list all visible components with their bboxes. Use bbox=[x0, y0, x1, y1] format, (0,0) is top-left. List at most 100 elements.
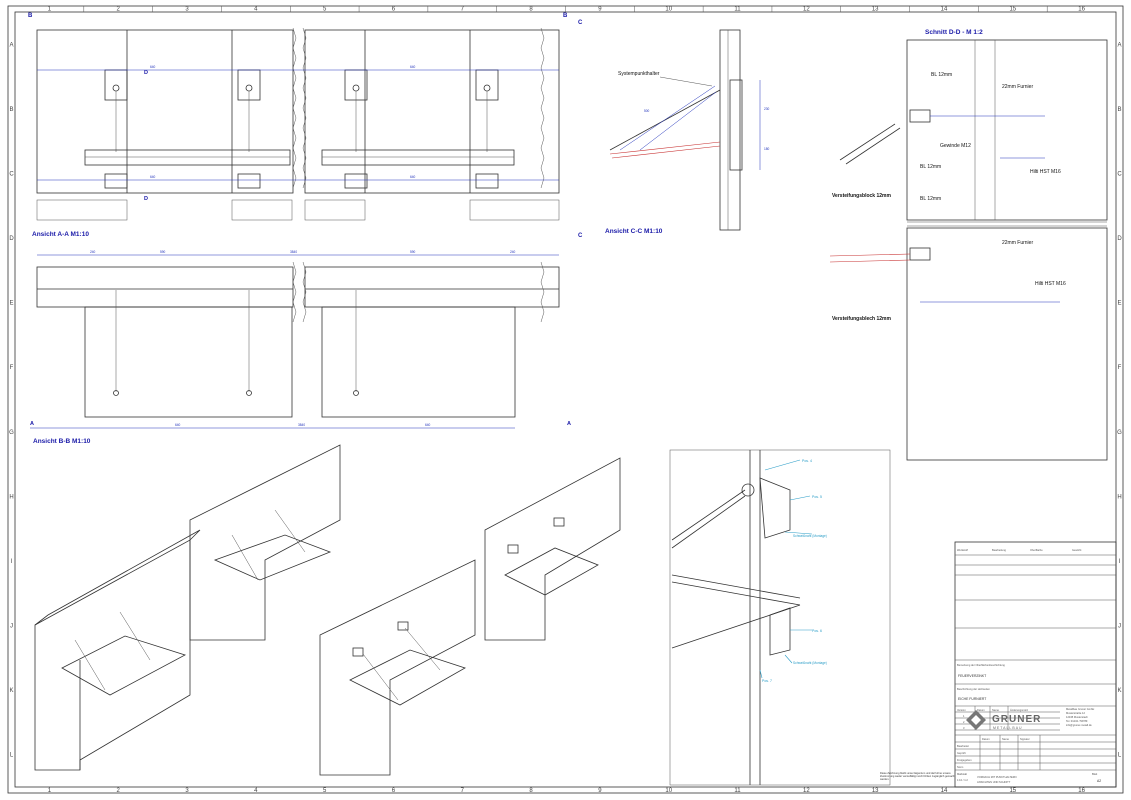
marker-b-left: B bbox=[28, 13, 33, 19]
grid-col-14-bottom: 14 bbox=[941, 788, 948, 794]
view-bb: 240 590 3840 590 240 640 3840 640 Ansich… bbox=[30, 250, 571, 445]
title-section-dd: Schnitt D-D - M 1:2 bbox=[925, 29, 983, 36]
label-gewinde: Gewinde M12 bbox=[940, 143, 971, 149]
grid-row-I-right: I bbox=[1119, 559, 1121, 565]
marker-d-top: D bbox=[144, 70, 148, 76]
grid-row-B-left: B bbox=[9, 107, 13, 113]
label-furnier-bottom: 22mm Furnier bbox=[1002, 240, 1033, 246]
tb-rev-row-1: 1 bbox=[963, 714, 965, 718]
grid-row-E-right: E bbox=[1117, 301, 1121, 307]
svg-text:640: 640 bbox=[410, 65, 416, 69]
tb-sig-row-1: Bearbeitet bbox=[957, 744, 969, 748]
company-logo: GRUNER METALLBAU bbox=[966, 710, 1040, 730]
grid-col-10-top: 10 bbox=[665, 7, 672, 13]
grid-col-5-bottom: 5 bbox=[323, 788, 327, 794]
grid-row-B-right: B bbox=[1117, 107, 1121, 113]
svg-text:640: 640 bbox=[410, 175, 416, 179]
tb-finish-value: FEUERVERZINKT bbox=[958, 674, 986, 678]
logo-metallbau: METALLBAU bbox=[993, 726, 1023, 730]
tb-rev-header-name: Name bbox=[992, 708, 999, 712]
tb-scale-value: 1:10 / 1:2 bbox=[957, 778, 968, 782]
svg-text:240: 240 bbox=[90, 250, 96, 254]
grid-col-15-top: 15 bbox=[1009, 7, 1016, 13]
grid-row-F-right: F bbox=[1118, 365, 1122, 371]
grid-col-9-bottom: 9 bbox=[598, 788, 602, 794]
svg-text:640: 640 bbox=[425, 423, 431, 427]
tb-sig-header-datum: Datum bbox=[982, 737, 990, 741]
grid-row-J-left: J bbox=[10, 624, 13, 630]
tb-drawing-sub: ANSICHTEN UND SCHNITT bbox=[977, 780, 1011, 784]
grid-row-H-right: H bbox=[1117, 494, 1121, 500]
label-bl12-mid: BL 12mm bbox=[920, 164, 941, 170]
grid-col-9-top: 9 bbox=[598, 7, 602, 13]
grid-row-D-left: D bbox=[9, 236, 14, 242]
grid-row-C-right: C bbox=[1117, 171, 1122, 177]
grid-col-6-bottom: 6 bbox=[392, 788, 396, 794]
tb-header-oberflaeche: Oberfläche bbox=[1030, 548, 1043, 552]
tb-rev-row-3: 3 bbox=[963, 726, 965, 730]
label-versteifung-top: Versteifungsblock 12mm bbox=[832, 193, 891, 199]
label-detail-weld-bottom: Schweißnaht (Montage) bbox=[793, 661, 827, 665]
svg-text:640: 640 bbox=[175, 423, 181, 427]
grid-col-12-top: 12 bbox=[803, 7, 810, 13]
tb-sig-row-2: Geprüft bbox=[957, 751, 966, 755]
grid-row-I-left: I bbox=[11, 559, 13, 565]
grid-row-E-left: E bbox=[9, 301, 13, 307]
grid-col-2-bottom: 2 bbox=[117, 788, 121, 794]
tb-sheet-label: Blatt bbox=[1092, 772, 1097, 776]
tb-header-bearbeitung: Bearbeitung bbox=[992, 548, 1007, 552]
tb-rev-header-notiz: Änderungsnotiz bbox=[1010, 708, 1029, 712]
label-versteifung-bottom: Versteifungsblech 12mm bbox=[832, 316, 891, 322]
title-view-bb: Ansicht B-B M1:10 bbox=[33, 438, 91, 445]
svg-text:3840: 3840 bbox=[298, 423, 305, 427]
grid-col-4-bottom: 4 bbox=[254, 788, 258, 794]
grid-col-10-bottom: 10 bbox=[665, 788, 672, 794]
tb-sig-row-4: Norm bbox=[957, 765, 963, 769]
grid-col-11-top: 11 bbox=[734, 7, 741, 13]
label-bl12-top: BL 12mm bbox=[931, 72, 952, 78]
grid-col-8-top: 8 bbox=[529, 7, 533, 13]
tb-rev-header-datum: Datum bbox=[977, 708, 985, 712]
marker-d-bottom: D bbox=[144, 196, 148, 202]
grid-col-1-top: 1 bbox=[48, 7, 52, 13]
marker-a-left: A bbox=[30, 421, 34, 427]
svg-text:500: 500 bbox=[644, 109, 650, 113]
label-hilti-bottom: Hilti HST M16 bbox=[1035, 281, 1066, 287]
tb-scale-label: Maßstab bbox=[957, 772, 968, 776]
grid-col-6-top: 6 bbox=[392, 7, 396, 13]
tb-header-gewicht: Gewicht bbox=[1072, 548, 1082, 552]
grid-row-D-right: D bbox=[1117, 236, 1122, 242]
svg-text:240: 240 bbox=[510, 250, 516, 254]
grid-row-C-left: C bbox=[9, 171, 14, 177]
grid-row-L-left: L bbox=[10, 753, 14, 759]
tb-surface-label: Beschichtung der Holzseiten bbox=[957, 687, 990, 691]
grid-col-7-bottom: 7 bbox=[461, 788, 465, 794]
grid-col-3-top: 3 bbox=[185, 7, 189, 13]
tb-address-5: info@gruner-metall.de bbox=[1066, 723, 1092, 727]
grid-col-12-bottom: 12 bbox=[803, 788, 810, 794]
title-block: Werkstoff Bearbeitung Oberfläche Gewicht… bbox=[954, 541, 1117, 788]
label-detail-top-a: Pos. 4 bbox=[802, 459, 812, 463]
grid-row-A-left: A bbox=[9, 42, 13, 48]
tb-rev-header-version: Version bbox=[957, 708, 966, 712]
svg-text:590: 590 bbox=[160, 250, 166, 254]
grid-col-7-top: 7 bbox=[461, 7, 465, 13]
tb-remark-text: Bemerkung der Oberflächenbeschichtung bbox=[957, 663, 1005, 667]
tb-sig-header-name: Name bbox=[1002, 737, 1009, 741]
tb-disclaimer: Diese Zeichnung bleibt unser Eigentum un… bbox=[880, 772, 955, 781]
view-cc: 230 180 500 Systempunkthalter Ansicht C-… bbox=[605, 29, 770, 235]
grid-row-F-left: F bbox=[10, 365, 14, 371]
grid-col-5-top: 5 bbox=[323, 7, 327, 13]
grid-col-8-bottom: 8 bbox=[529, 788, 533, 794]
grid-row-L-right: L bbox=[1118, 753, 1122, 759]
svg-text:230: 230 bbox=[764, 107, 770, 111]
tb-sheet-value: A2 bbox=[1097, 779, 1101, 783]
grid-row-G-left: G bbox=[9, 430, 14, 436]
grid-row-J-right: J bbox=[1118, 624, 1121, 630]
grid-labels: 1122334455667788991010111112121313141415… bbox=[9, 6, 1122, 794]
svg-text:640: 640 bbox=[150, 175, 156, 179]
tb-surface-value: EICHE FURNIERT bbox=[958, 697, 986, 701]
tb-rev-row-2: 2 bbox=[963, 720, 965, 724]
tb-address-4: Tel. 01234 / 56789 bbox=[1066, 719, 1088, 723]
section-dd: Schnitt D-D - M 1:2 BL 12mm 22mm Furnier… bbox=[829, 29, 1108, 461]
